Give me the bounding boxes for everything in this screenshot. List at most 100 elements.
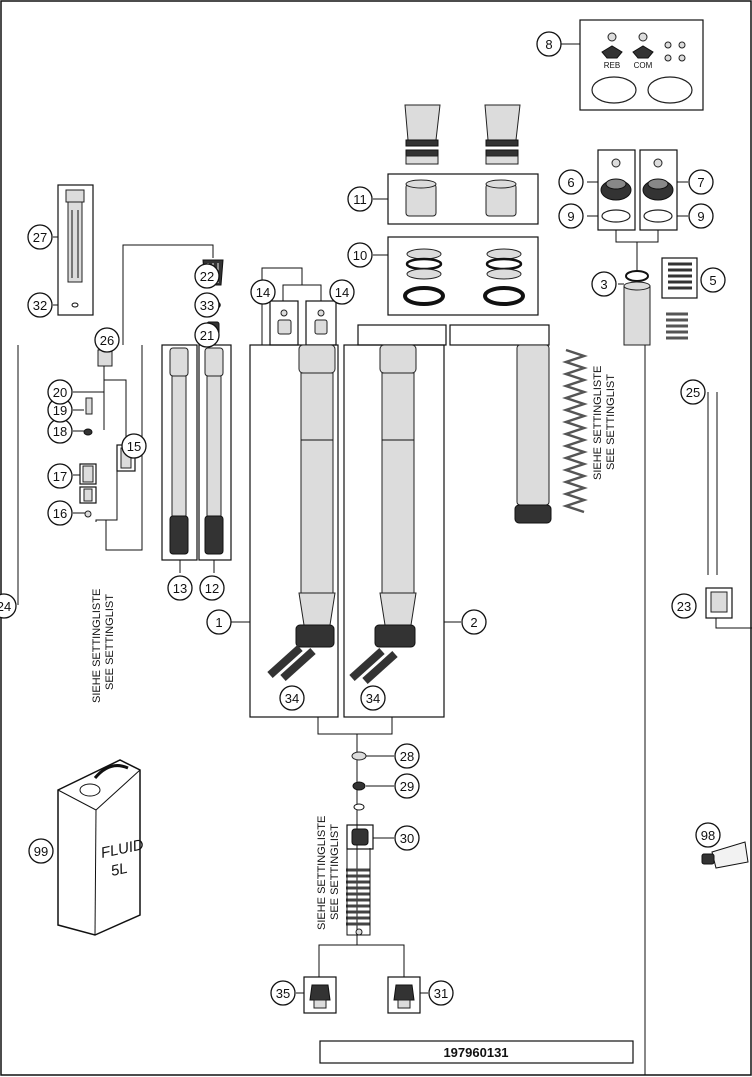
fork-leg-1 [249, 344, 339, 718]
callout-19: 19 [47, 397, 73, 423]
callout-number: 30 [400, 831, 414, 846]
callout-9: 9 [558, 203, 584, 229]
callout-2: 2 [461, 609, 487, 635]
callout-1: 1 [206, 609, 232, 635]
callout-number: 27 [33, 230, 47, 245]
callout-28: 28 [394, 743, 420, 769]
callout-number: 15 [127, 439, 141, 454]
setting-note-de-3: SIEHE SETTINGLISTE [316, 816, 328, 930]
callout-25: 25 [680, 379, 706, 405]
callout-number: 34 [366, 691, 380, 706]
callout-27: 27 [27, 224, 53, 250]
callout-number: 35 [276, 986, 290, 1001]
tool-27 [65, 189, 85, 283]
callout-number: 34 [285, 691, 299, 706]
callout-number: 8 [545, 37, 552, 52]
callout-26: 26 [94, 327, 120, 353]
callout-number: 2 [470, 615, 477, 630]
reb-label: REB [604, 61, 620, 70]
fluid-volume-label: 5L [109, 860, 129, 880]
callout-number: 14 [335, 285, 349, 300]
callout-number: 3 [600, 277, 607, 292]
callout-number: 12 [205, 581, 219, 596]
callout-11: 11 [347, 186, 373, 212]
setting-note-de-2: SIEHE SETTINGLISTE [91, 589, 103, 703]
bushings-11 [405, 179, 517, 217]
callout-number: 19 [53, 403, 67, 418]
outer-tube-3 [623, 270, 651, 346]
callout-98: 98 [695, 822, 721, 848]
callout-7: 7 [688, 169, 714, 195]
fluid-can-99: FLUID 5L [57, 759, 145, 936]
callout-17: 17 [47, 463, 73, 489]
callout-6: 6 [558, 169, 584, 195]
callout-number: 25 [686, 385, 700, 400]
callout-15: 15 [121, 433, 147, 459]
outer-tube-right [514, 344, 552, 524]
callout-18: 18 [47, 418, 73, 444]
callout-9: 9 [688, 203, 714, 229]
setting-note-en-1: SEE SETTINGLIST [605, 374, 617, 470]
callout-number: 21 [200, 328, 214, 343]
callout-number: 18 [53, 424, 67, 439]
callout-number: 24 [0, 599, 11, 614]
callout-21: 21 [194, 322, 220, 348]
callout-number: 98 [701, 828, 715, 843]
callout-number: 32 [33, 298, 47, 313]
callout-14: 14 [250, 279, 276, 305]
callout-number: 99 [34, 844, 48, 859]
spring-5 [661, 257, 698, 299]
com-label: COM [634, 61, 653, 70]
drawing-number-box [319, 1040, 634, 1064]
callout-3: 3 [591, 271, 617, 297]
callout-34: 34 [279, 685, 305, 711]
callout-24: 24 [0, 593, 17, 619]
callout-number: 22 [200, 269, 214, 284]
callout-13: 13 [167, 575, 193, 601]
callout-number: 33 [200, 298, 214, 313]
fork-boots [404, 104, 521, 165]
callout-34: 34 [360, 685, 386, 711]
callout-number: 16 [53, 506, 67, 521]
box-31 [387, 976, 421, 1014]
callout-29: 29 [394, 773, 420, 799]
callout-8: 8 [536, 31, 562, 57]
callout-number: 26 [100, 333, 114, 348]
callout-number: 20 [53, 385, 67, 400]
fork-leg-2 [343, 344, 445, 718]
callout-number: 13 [173, 581, 187, 596]
callout-14: 14 [329, 279, 355, 305]
seals-10 [403, 248, 525, 306]
callout-number: 28 [400, 749, 414, 764]
callout-31: 31 [428, 980, 454, 1006]
setting-note-en-2: SEE SETTINGLIST [104, 594, 116, 690]
setting-note-en-3: SEE SETTINGLIST [329, 824, 341, 920]
drawing-number: 197960131 [443, 1045, 508, 1060]
box-27 [57, 184, 94, 316]
callout-number: 6 [567, 175, 574, 190]
reb-valve-icon [601, 32, 623, 59]
setting-note-de-1: SIEHE SETTINGLISTE [592, 366, 604, 480]
callout-number: 17 [53, 469, 67, 484]
callout-12: 12 [199, 575, 225, 601]
callout-30: 30 [394, 825, 420, 851]
com-valve-icon [632, 32, 654, 59]
callout-number: 10 [353, 248, 367, 263]
callout-number: 7 [697, 175, 704, 190]
fork-caps [600, 158, 674, 223]
box-12 [198, 344, 232, 561]
valve-stack-left [79, 349, 136, 518]
callout-10: 10 [347, 242, 373, 268]
callout-number: 9 [567, 209, 574, 224]
callout-number: 23 [677, 599, 691, 614]
callout-number: 11 [353, 192, 367, 207]
callout-23: 23 [671, 593, 697, 619]
main-spring [562, 348, 588, 514]
callout-number: 9 [697, 209, 704, 224]
callout-32: 32 [27, 292, 53, 318]
base-valve-stack [346, 751, 374, 936]
callout-number: 5 [709, 273, 716, 288]
callout-5: 5 [700, 267, 726, 293]
